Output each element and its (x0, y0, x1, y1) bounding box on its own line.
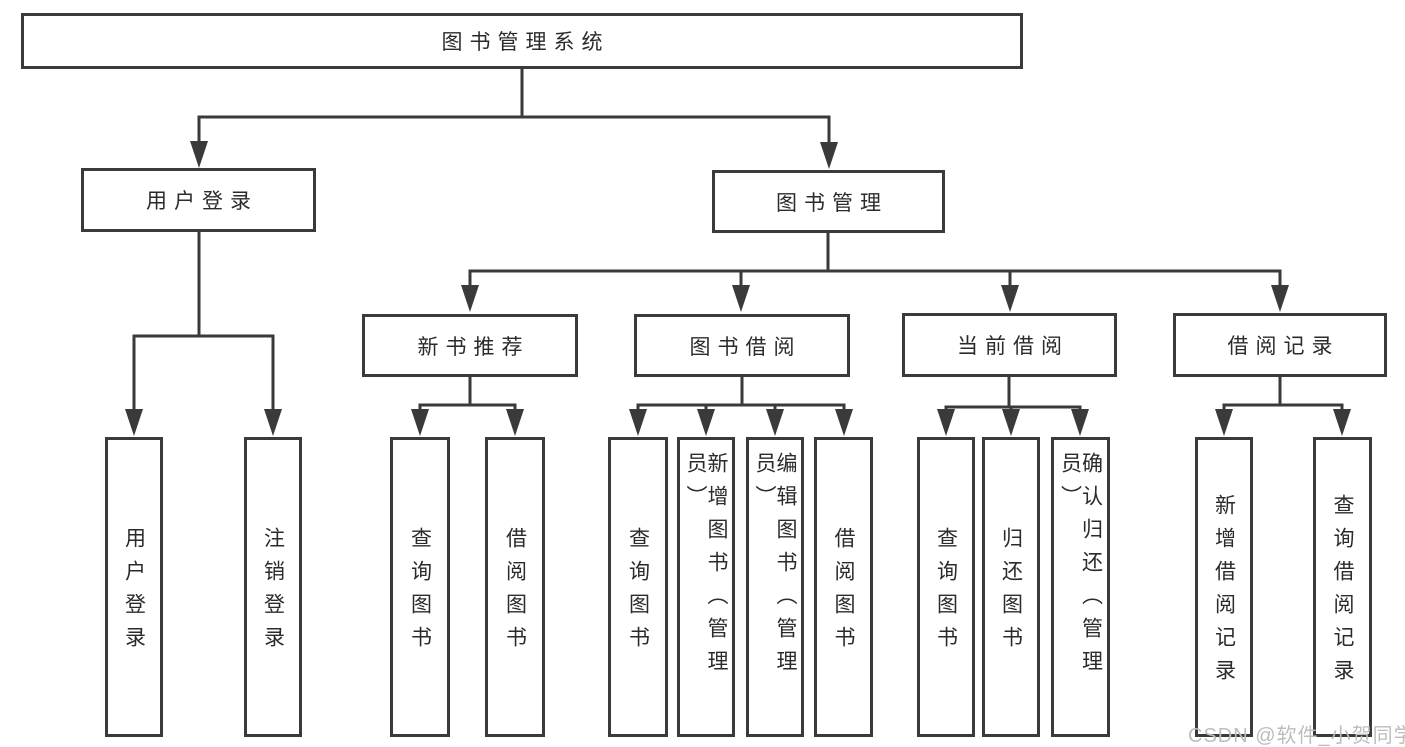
node-root: 图书管理系统 (21, 13, 1023, 69)
leaf-add-borrow-record-label: 新增借阅记录 (1212, 494, 1236, 692)
node-book-borrow: 图书借阅 (634, 314, 850, 377)
leaf-current-query-book: 查询图书 (917, 437, 975, 737)
node-book-management: 图书管理 (712, 170, 945, 233)
node-new-book-recommend-label: 新书推荐 (417, 335, 530, 359)
leaf-query-borrow-record-label: 查询借阅记录 (1331, 494, 1354, 692)
node-book-management-label: 图书管理 (776, 191, 888, 215)
node-user-login: 用户登录 (81, 168, 316, 232)
leaf-newbook-borrow-book-label: 借阅图书 (503, 527, 527, 659)
leaf-return-book: 归还图书 (982, 437, 1040, 737)
leaf-borrow-book-label: 借阅图书 (832, 527, 855, 659)
leaf-borrow-query-book: 查询图书 (608, 437, 668, 737)
leaf-current-query-book-label: 查询图书 (934, 527, 958, 659)
leaf-newbook-borrow-book: 借阅图书 (485, 437, 545, 737)
node-current-borrow: 当前借阅 (902, 313, 1117, 377)
node-borrow-record-label: 借阅记录 (1227, 335, 1340, 358)
leaf-confirm-return-admin-label: 确认归还（管理员） (1058, 452, 1103, 683)
leaf-add-borrow-record: 新增借阅记录 (1195, 437, 1253, 737)
node-new-book-recommend: 新书推荐 (362, 314, 578, 377)
leaf-borrow-query-book-label: 查询图书 (626, 527, 650, 659)
leaf-query-borrow-record: 查询借阅记录 (1313, 437, 1372, 737)
leaf-logout-label: 注销登录 (261, 527, 285, 659)
watermark: CSDN @软件_小贺同学 (1188, 725, 1405, 747)
leaf-add-book-admin: 新增图书（管理员） (677, 437, 735, 737)
leaf-borrow-book: 借阅图书 (814, 437, 873, 737)
leaf-edit-book-admin-label: 编辑图书（管理员） (753, 452, 797, 683)
leaf-logout: 注销登录 (244, 437, 302, 737)
leaf-user-login: 用户登录 (105, 437, 163, 737)
leaf-user-login-label: 用户登录 (122, 527, 146, 659)
node-borrow-record: 借阅记录 (1173, 313, 1387, 377)
leaf-newbook-query-book: 查询图书 (390, 437, 450, 737)
leaf-confirm-return-admin: 确认归还（管理员） (1051, 437, 1110, 737)
node-current-borrow-label: 当前借阅 (957, 335, 1069, 358)
leaf-return-book-label: 归还图书 (999, 527, 1023, 659)
leaf-add-book-admin-label: 新增图书（管理员） (684, 452, 728, 683)
leaf-newbook-query-book-label: 查询图书 (408, 527, 432, 659)
leaf-edit-book-admin: 编辑图书（管理员） (746, 437, 804, 737)
node-book-borrow-label: 图书借阅 (689, 335, 802, 359)
node-user-login-label: 用户登录 (146, 190, 258, 213)
node-root-label: 图书管理系统 (441, 31, 610, 54)
